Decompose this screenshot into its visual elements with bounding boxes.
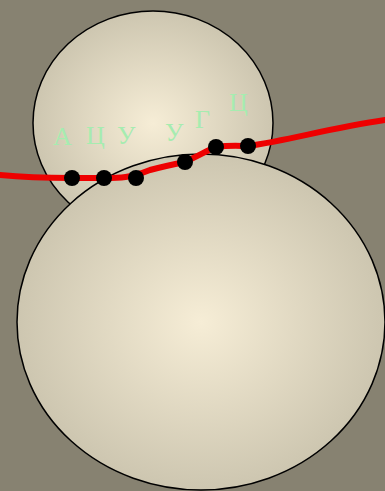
lower-sphere <box>17 154 385 490</box>
point-letter: У <box>165 120 183 146</box>
point-letter: А <box>53 124 72 150</box>
point-letter: Ц <box>86 123 105 149</box>
point-dot <box>96 170 112 186</box>
point-letter: Ц <box>229 90 248 116</box>
point-letter: У <box>117 123 135 149</box>
point-letter: Г <box>195 107 210 133</box>
point-dot <box>64 170 80 186</box>
point-dot <box>208 139 224 155</box>
red-curve <box>0 120 385 178</box>
point-dot <box>128 170 144 186</box>
point-dot <box>240 138 256 154</box>
point-dot <box>177 154 193 170</box>
